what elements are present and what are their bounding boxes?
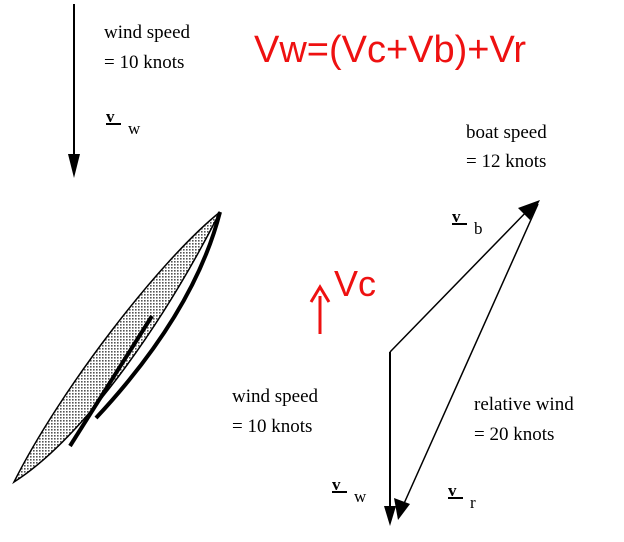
relative-wind-vector-letter: v [448,481,457,500]
wind-top-label-line1: wind speed [104,22,191,43]
relative-wind-vector [394,203,539,520]
wind-top-vector-symbol: v w [106,107,141,138]
wind-bottom-label-line2: = 10 knots [232,416,312,437]
wind-bottom-vector-symbol: v w [332,475,367,506]
boat-vector-subscript: b [474,219,483,238]
wind-bottom-vector-subscript: w [354,487,367,506]
current-label: Vc [334,263,376,304]
boat-label-line1: boat speed [466,122,547,143]
boat-speed-vector [389,200,540,353]
wind-arrow-top [68,4,80,178]
boat-vector-letter: v [452,207,461,226]
relative-wind-vector-subscript: r [470,493,476,512]
boat-hull [12,211,222,485]
wind-top-vector-letter: v [106,107,115,126]
current-arrow [309,284,331,334]
boat-vector-symbol: v b [452,207,483,238]
wind-top-vector-subscript: w [128,119,141,138]
wind-bottom-label-line1: wind speed [232,386,319,407]
equation: Vw=(Vc+Vb)+Vr [254,29,526,71]
wind-vector-bottom [384,352,396,526]
boat-sail [68,314,154,448]
boat-label-line2: = 12 knots [466,151,546,172]
relative-wind-vector-symbol: v r [448,481,476,512]
relative-wind-label-line1: relative wind [474,394,574,415]
relative-wind-label-line2: = 20 knots [474,424,554,445]
wind-bottom-vector-letter: v [332,475,341,494]
wind-top-label-line2: = 10 knots [104,52,184,73]
